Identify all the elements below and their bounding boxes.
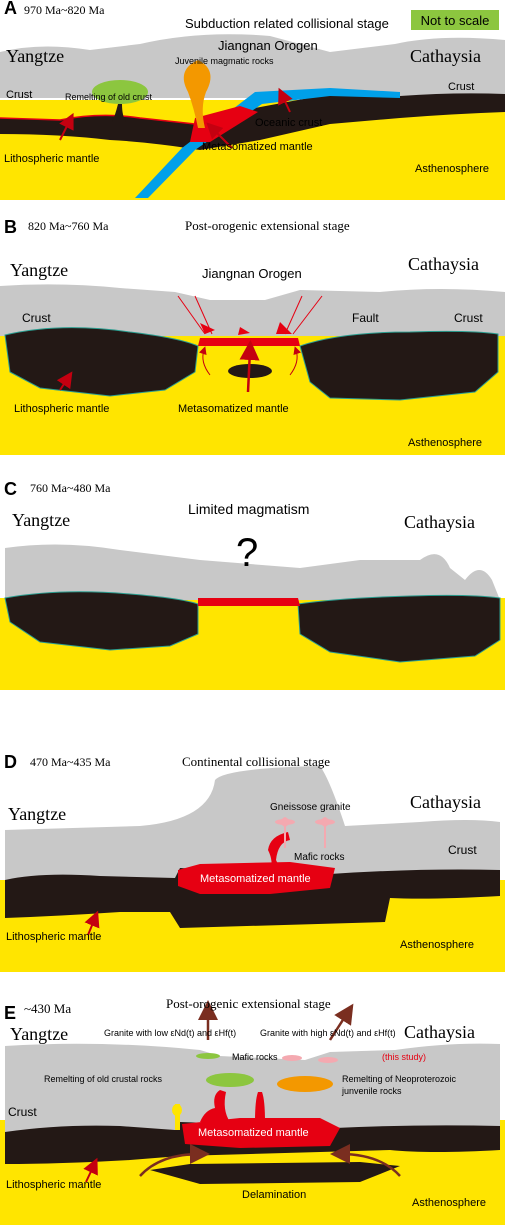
label-granite-low: Granite with low εNd(t) and εHf(t)	[104, 1028, 236, 1038]
label-lith: Lithospheric mantle	[14, 403, 109, 415]
label-metasomatized: Metasomatized mantle	[200, 873, 311, 885]
mafic-intrusion	[268, 832, 292, 872]
panel-stage: Limited magmatism	[188, 501, 309, 517]
crust-layer	[0, 284, 505, 336]
label-lith: Lithospheric mantle	[6, 931, 101, 943]
label-mafic: Mafic rocks	[294, 852, 345, 863]
panel-letter: E	[4, 1003, 16, 1023]
label-remelt-old: Remelting of old crustal rocks	[44, 1074, 163, 1084]
label-lith: Lithospheric mantle	[4, 153, 99, 165]
panel-stage: Post-orogenic extensional stage	[185, 218, 350, 233]
panel-age: ~430 Ma	[24, 1001, 71, 1016]
metasomatized-mantle	[198, 338, 300, 346]
label-remelt-neo-2: junvenile rocks	[341, 1086, 402, 1096]
panel-age: 820 Ma~760 Ma	[28, 219, 109, 233]
panel-age: 760 Ma~480 Ma	[30, 481, 111, 495]
label-crust-right: Crust	[454, 311, 483, 325]
panel-c: C 760 Ma~480 Ma Limited magmatism Yangtz…	[0, 479, 505, 690]
panel-letter: C	[4, 479, 17, 499]
label-lith: Lithospheric mantle	[6, 1179, 101, 1191]
label-crust-left: Crust	[8, 1105, 37, 1119]
lithospheric-mantle-right	[299, 330, 499, 401]
panel-letter: B	[4, 217, 17, 237]
metasomatized-mantle	[182, 1118, 340, 1148]
panel-letter: D	[4, 752, 17, 772]
block-yangtze: Yangtze	[8, 804, 66, 824]
panel-age: 970 Ma~820 Ma	[24, 3, 105, 17]
mafic-intrusion	[255, 1092, 265, 1122]
badge-text: Not to scale	[421, 13, 490, 28]
panel-age: 470 Ma~435 Ma	[30, 755, 111, 769]
label-mafic: Mafic rocks	[232, 1052, 278, 1062]
block-cathaysia: Cathaysia	[404, 1022, 475, 1042]
label-metasomatized: Metasomatized mantle	[198, 1127, 309, 1139]
label-oceanic: Oceanic crust	[255, 117, 322, 129]
lithospheric-mantle	[5, 868, 500, 928]
label-remelt-neo-1: Remelting of Neoproterozoic	[342, 1074, 457, 1084]
label-remelting: Remelting of old crust	[65, 92, 153, 102]
label-metasomatized: Metasomatized mantle	[202, 141, 313, 153]
block-yangtze: Yangtze	[10, 260, 68, 280]
label-astheno: Asthenosphere	[400, 939, 474, 951]
lithospheric-mantle-left	[4, 591, 199, 651]
juvenile-magmatic-body	[183, 60, 211, 128]
mafic-intrusion	[200, 1090, 230, 1122]
panel-letter: A	[4, 0, 17, 18]
question-mark: ?	[236, 531, 258, 575]
lithospheric-mantle-left	[4, 327, 199, 397]
label-crust-right: Crust	[448, 843, 477, 857]
label-metasomatized: Metasomatized mantle	[178, 403, 289, 415]
orogen-label: Jiangnan Orogen	[202, 266, 302, 281]
remelting-body	[92, 80, 148, 104]
lithospheric-mantle-right	[297, 594, 501, 663]
not-to-scale-badge	[411, 10, 499, 30]
block-cathaysia: Cathaysia	[408, 254, 479, 274]
panel-stage: Post-orogenic extensional stage	[166, 996, 331, 1011]
panel-stage: Continental collisional stage	[182, 754, 330, 769]
granite-body	[315, 819, 335, 825]
panel-b: B 820 Ma~760 Ma Post-orogenic extensiona…	[0, 217, 505, 455]
crust-layer	[5, 544, 500, 600]
crust-layer	[5, 766, 500, 882]
label-gneissose: Gneissose granite	[270, 802, 351, 813]
delaminated-block	[150, 1162, 400, 1184]
label-fault: Fault	[352, 311, 379, 325]
remelting-old-body	[206, 1073, 254, 1087]
granite-body	[275, 819, 295, 825]
label-crust-left: Crust	[22, 311, 51, 325]
block-yangtze: Yangtze	[12, 510, 70, 530]
label-granite-high: Granite with high εNd(t) and εHf(t)	[260, 1028, 396, 1038]
label-this-study: (this study)	[382, 1052, 426, 1062]
crust-layer	[5, 1043, 500, 1132]
panel-a: A 970 Ma~820 Ma Subduction related colli…	[0, 0, 505, 200]
label-astheno: Asthenosphere	[415, 163, 489, 175]
label-juvenile: Juvenile magmatic rocks	[175, 56, 274, 66]
remelting-neo-body	[277, 1076, 333, 1092]
block-cathaysia: Cathaysia	[410, 46, 481, 66]
metasomatized-mantle	[198, 598, 300, 606]
block-yangtze: Yangtze	[6, 46, 64, 66]
panel-e: E ~430 Ma Post-orogenic extensional stag…	[0, 996, 505, 1225]
label-astheno: Asthenosphere	[412, 1197, 486, 1209]
panel-stage: Subduction related collisional stage	[185, 16, 389, 31]
label-crust-left: Crust	[6, 89, 32, 101]
panel-d: D 470 Ma~435 Ma Continental collisional …	[0, 752, 505, 972]
label-delamination: Delamination	[242, 1189, 306, 1201]
block-cathaysia: Cathaysia	[410, 792, 481, 812]
lithospheric-mantle	[0, 93, 505, 150]
block-yangtze: Yangtze	[10, 1024, 68, 1044]
metasomatized-mantle	[178, 862, 335, 894]
block-cathaysia: Cathaysia	[404, 512, 475, 532]
label-astheno: Asthenosphere	[408, 437, 482, 449]
label-crust-right: Crust	[448, 81, 474, 93]
orogen-label: Jiangnan Orogen	[218, 38, 318, 53]
